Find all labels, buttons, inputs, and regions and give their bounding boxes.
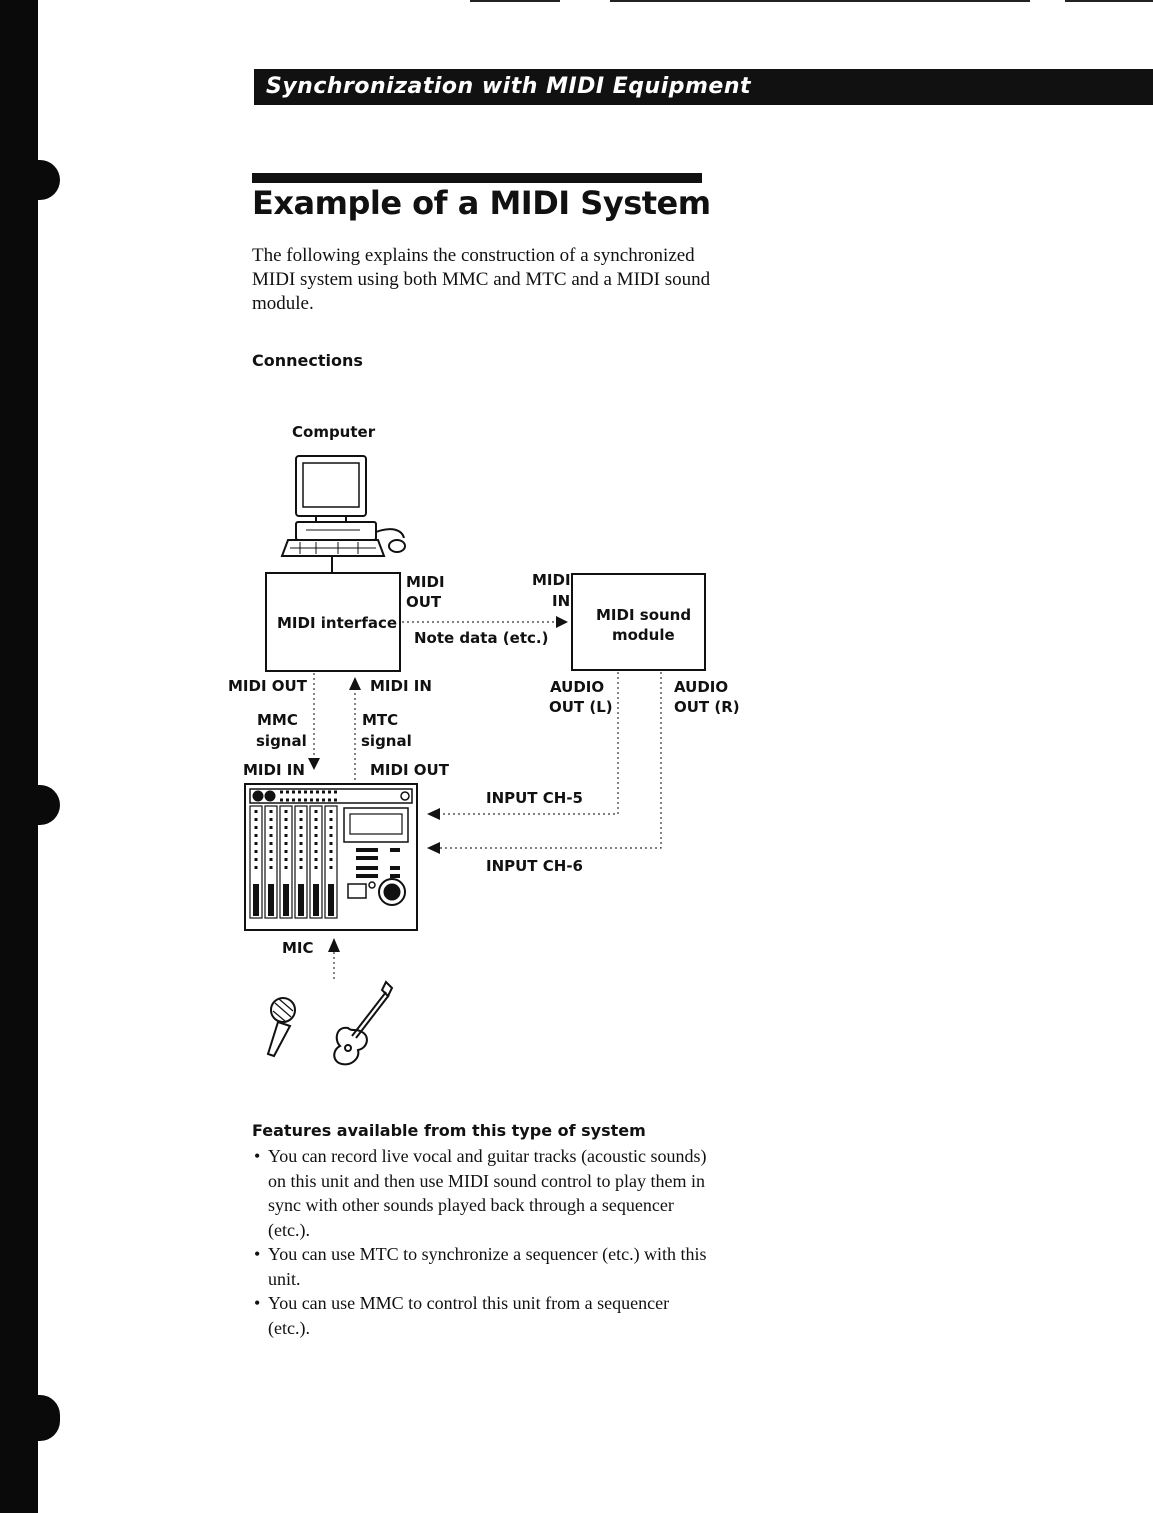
midi-interface-box xyxy=(265,572,401,672)
scan-rule xyxy=(470,0,560,2)
right-midi-in-label: MIDI IN xyxy=(370,677,432,695)
section-title-bar: Synchronization with MIDI Equipment xyxy=(254,69,1153,105)
input-ch5-label: INPUT CH-5 xyxy=(486,789,583,807)
audio-out-r-label: OUT (R) xyxy=(674,698,740,716)
intro-paragraph: The following explains the construction … xyxy=(252,245,711,314)
note-data-label: Note data (etc.) xyxy=(414,629,548,647)
mtc-label: MTC xyxy=(362,711,398,729)
audio-out-l-label: OUT (L) xyxy=(549,698,613,716)
microphone-icon xyxy=(266,997,296,1058)
audio-out-l-label: AUDIO xyxy=(550,678,604,696)
mic-label: MIC xyxy=(282,939,314,957)
mtc-label: signal xyxy=(361,732,412,750)
computer-label: Computer xyxy=(292,423,376,441)
midi-out-label: MIDI xyxy=(406,573,445,591)
scan-rule xyxy=(1065,0,1153,2)
arrow-left-icon xyxy=(427,808,440,820)
arrow-left-icon xyxy=(427,842,440,854)
arrow-up-icon xyxy=(328,938,340,952)
features-heading: Features available from this type of sys… xyxy=(252,1121,646,1140)
arrow-down-icon xyxy=(308,758,320,770)
arrow-right-icon xyxy=(556,616,568,628)
midi-sound-module-box xyxy=(571,573,706,671)
audio-r-cable xyxy=(436,672,662,849)
input-ch6-label: INPUT CH-6 xyxy=(486,857,583,875)
heading-rule xyxy=(252,173,702,183)
midi-out-label: OUT xyxy=(406,593,442,611)
connections-heading: Connections xyxy=(252,351,363,370)
binding-strip xyxy=(0,0,38,1513)
audio-out-r-label: AUDIO xyxy=(674,678,728,696)
guitar-icon xyxy=(333,980,394,1066)
scan-rule xyxy=(610,0,1030,2)
sound-module-label: module xyxy=(612,626,675,644)
midi-interface-label: MIDI interface xyxy=(277,614,397,632)
page-title: Example of a MIDI System xyxy=(252,184,711,222)
midi-in-label: IN xyxy=(552,592,570,610)
sound-module-label: MIDI sound xyxy=(596,606,691,624)
mmc-label: MMC xyxy=(257,711,298,729)
list-item: You can use MMC to control this unit fro… xyxy=(252,1291,712,1340)
binding-notch xyxy=(34,1395,60,1441)
list-item: You can use MTC to synchronize a sequenc… xyxy=(252,1242,712,1291)
mmc-label: signal xyxy=(256,732,307,750)
computer-icon xyxy=(280,455,406,557)
recorder-unit-icon xyxy=(244,783,418,931)
right-midi-out-label: MIDI OUT xyxy=(370,761,450,779)
audio-l-cable xyxy=(436,672,619,815)
left-midi-out-label: MIDI OUT xyxy=(228,677,308,695)
left-midi-in-label: MIDI IN xyxy=(243,761,305,779)
arrow-up-icon xyxy=(349,677,361,690)
midi-in-label: MIDI xyxy=(532,571,571,589)
list-item: You can record live vocal and guitar tra… xyxy=(252,1144,712,1242)
features-list: You can record live vocal and guitar tra… xyxy=(252,1144,712,1340)
